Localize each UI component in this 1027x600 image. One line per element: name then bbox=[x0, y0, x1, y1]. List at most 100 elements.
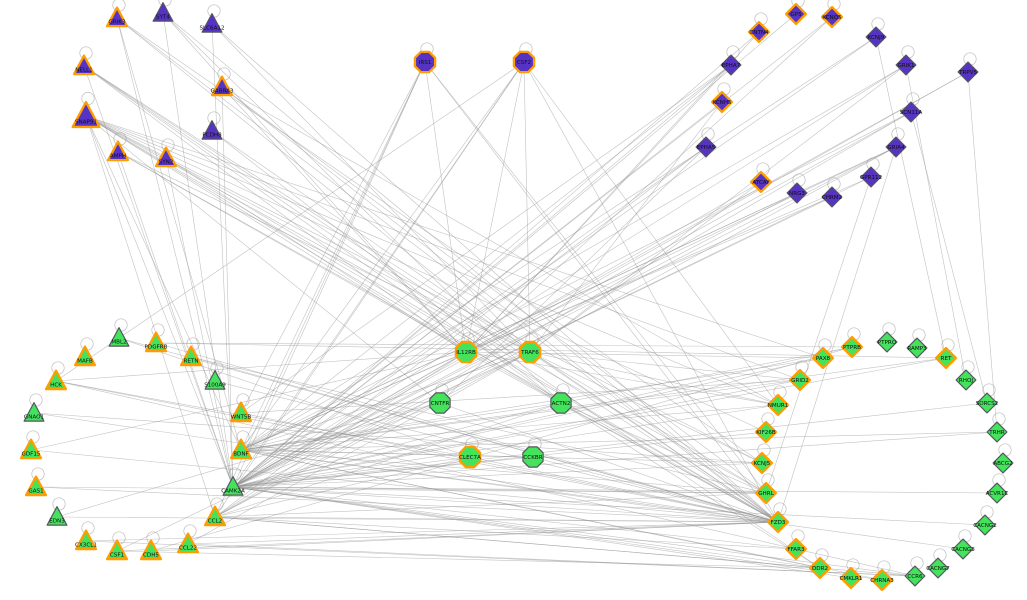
node-AMPH[interactable] bbox=[106, 140, 130, 162]
node-CX3CL1[interactable] bbox=[74, 529, 98, 551]
node-TRPV5[interactable] bbox=[957, 61, 979, 83]
node-IL12RB[interactable] bbox=[454, 340, 478, 364]
node-ACVR1C[interactable] bbox=[986, 482, 1008, 504]
edge bbox=[211, 130, 562, 404]
node-PAX8[interactable] bbox=[811, 346, 835, 370]
node-WNT5B[interactable] bbox=[229, 401, 253, 423]
edge bbox=[529, 351, 801, 381]
node-HCK[interactable] bbox=[44, 369, 68, 391]
node-GABRA3[interactable] bbox=[210, 75, 234, 97]
node-CNTN4[interactable] bbox=[747, 20, 771, 44]
node-FFAR3[interactable] bbox=[784, 537, 808, 561]
node-NRG3[interactable] bbox=[786, 182, 808, 204]
edge bbox=[85, 540, 916, 577]
node-CMKLR1[interactable] bbox=[839, 566, 863, 590]
node-PDGFRB[interactable] bbox=[144, 331, 168, 353]
self-loop bbox=[210, 361, 224, 375]
node-IRS1[interactable] bbox=[413, 50, 437, 74]
node-EDN3[interactable] bbox=[46, 506, 68, 526]
node-CLEC7A[interactable] bbox=[458, 445, 482, 469]
node-CCL22[interactable] bbox=[176, 532, 200, 554]
node-KCNQ5[interactable] bbox=[820, 5, 844, 29]
node-SYT4[interactable] bbox=[152, 2, 174, 22]
node-CACNG7[interactable] bbox=[927, 557, 949, 579]
node-MBL2[interactable] bbox=[108, 327, 130, 347]
edge bbox=[240, 402, 562, 451]
node-S100A9[interactable] bbox=[204, 370, 226, 390]
node-KCNJ5[interactable] bbox=[750, 451, 774, 475]
edge bbox=[232, 146, 707, 488]
node-ABCG2[interactable] bbox=[992, 452, 1014, 474]
node-GAS1[interactable] bbox=[24, 475, 48, 497]
node-PCDH8[interactable] bbox=[201, 120, 223, 140]
node-CDH5[interactable] bbox=[139, 539, 163, 561]
node-TRAF6[interactable] bbox=[518, 340, 542, 364]
edge bbox=[85, 521, 779, 542]
edge bbox=[85, 115, 779, 523]
node-GRIK3[interactable] bbox=[105, 6, 129, 28]
node-NELL1[interactable] bbox=[72, 54, 96, 76]
node-SLC6A12[interactable] bbox=[201, 13, 223, 33]
node-DDR2[interactable] bbox=[808, 556, 832, 580]
edge bbox=[211, 23, 234, 488]
edge bbox=[465, 61, 525, 353]
node-KCNH5[interactable] bbox=[710, 90, 734, 114]
node-PTPRO[interactable] bbox=[876, 331, 898, 353]
edge bbox=[232, 64, 732, 488]
node-GNAO1[interactable] bbox=[23, 402, 45, 422]
edge bbox=[162, 12, 562, 404]
node-TRHR[interactable] bbox=[986, 421, 1008, 443]
node-GHRL[interactable] bbox=[754, 481, 778, 505]
node-CCKBR[interactable] bbox=[522, 446, 544, 468]
node-NMUR1[interactable] bbox=[766, 393, 790, 417]
node-RETN[interactable] bbox=[179, 345, 203, 367]
node-RHOJ[interactable] bbox=[955, 369, 977, 391]
node-RAMP3[interactable] bbox=[906, 337, 928, 359]
node-GDF15[interactable] bbox=[19, 438, 43, 460]
edge bbox=[232, 111, 912, 488]
edge bbox=[30, 351, 467, 451]
edge bbox=[85, 115, 467, 353]
node-SCN11A[interactable] bbox=[900, 101, 922, 123]
node-CACNG3[interactable] bbox=[952, 538, 974, 560]
node-PTPRB[interactable] bbox=[840, 335, 864, 359]
node-CHRM2[interactable] bbox=[821, 186, 843, 208]
node-KCNJ9[interactable] bbox=[865, 26, 887, 48]
edge bbox=[232, 176, 872, 488]
node-MAFB[interactable] bbox=[73, 345, 97, 367]
node-SYN2[interactable] bbox=[154, 146, 178, 168]
node-CACNG2[interactable] bbox=[974, 514, 996, 536]
node-CCR6[interactable] bbox=[904, 565, 926, 587]
node-SORCS2[interactable] bbox=[976, 392, 998, 414]
edge bbox=[232, 61, 426, 488]
node-CAMK2A[interactable] bbox=[222, 476, 244, 496]
node-CNTFR[interactable] bbox=[429, 392, 451, 414]
node-GP5[interactable] bbox=[784, 2, 808, 26]
node-ATCAY[interactable] bbox=[749, 170, 773, 194]
edge bbox=[232, 71, 969, 488]
node-RET[interactable] bbox=[934, 346, 958, 370]
node-GRIA4[interactable] bbox=[885, 136, 907, 158]
node-EPHA7[interactable] bbox=[720, 54, 742, 76]
node-CSF2[interactable] bbox=[512, 50, 536, 74]
edge bbox=[55, 351, 467, 382]
edge bbox=[211, 23, 779, 523]
node-GPR112[interactable] bbox=[860, 166, 882, 188]
node-CHRNA3[interactable] bbox=[870, 568, 894, 592]
edge bbox=[469, 456, 779, 523]
edge bbox=[150, 521, 779, 552]
node-SNAP91[interactable] bbox=[71, 100, 101, 129]
edge bbox=[211, 23, 531, 353]
edge bbox=[240, 379, 801, 451]
node-CSF1[interactable] bbox=[105, 539, 129, 561]
node-KIF26B[interactable] bbox=[754, 420, 778, 444]
node-FZD3[interactable] bbox=[766, 510, 790, 534]
node-GRID2[interactable] bbox=[788, 368, 812, 392]
node-EPHA5[interactable] bbox=[695, 136, 717, 158]
node-CCL2[interactable] bbox=[203, 505, 227, 527]
node-BDNF[interactable] bbox=[229, 438, 253, 460]
node-GRIK1[interactable] bbox=[895, 54, 917, 76]
edge bbox=[85, 115, 767, 433]
node-ACTN2[interactable] bbox=[550, 392, 572, 414]
